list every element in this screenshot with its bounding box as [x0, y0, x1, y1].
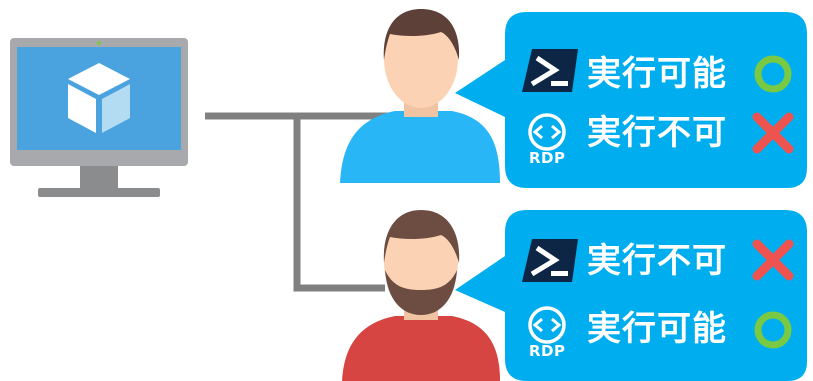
circle-icon — [754, 311, 792, 349]
user2-powershell-status-label: 実行不可 — [587, 241, 727, 281]
user2-rdp-text: RDP — [529, 342, 566, 360]
powershell-icon — [522, 239, 578, 282]
cross-icon — [752, 112, 794, 154]
rdp-icon — [528, 306, 566, 344]
cross-icon — [752, 239, 794, 281]
powershell-icon — [522, 49, 578, 92]
user1-rdp-text: RDP — [529, 149, 566, 167]
vm-cube-icon — [68, 63, 130, 133]
circle-icon — [754, 55, 792, 93]
user1-rdp-status-label: 実行不可 — [587, 113, 727, 153]
user1-powershell-status-label: 実行可能 — [587, 54, 727, 94]
user2-rdp-status-label: 実行可能 — [587, 309, 727, 349]
rdp-icon — [528, 113, 566, 151]
